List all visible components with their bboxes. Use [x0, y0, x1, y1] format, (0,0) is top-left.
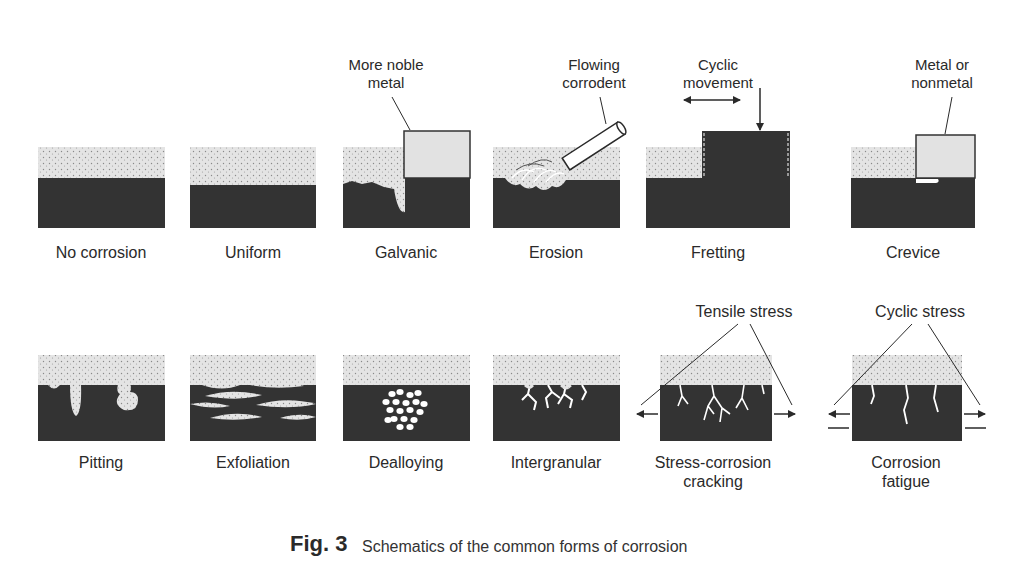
callout-label: Tensile stress: [664, 302, 824, 321]
figure-caption: Schematics of the common forms of corros…: [362, 537, 782, 556]
dealloy-void: [410, 417, 417, 423]
form-name: Fretting: [658, 243, 778, 262]
dealloy-void: [412, 399, 419, 405]
form-name: Intergranular: [491, 453, 621, 472]
form-name: Stress-corrosion cracking: [643, 453, 783, 491]
form-name: Dealloying: [341, 453, 471, 472]
form-name: Uniform: [193, 243, 313, 262]
form-name: Pitting: [36, 453, 166, 472]
dealloy-void: [392, 399, 399, 405]
callout-label: Cyclic stress: [840, 302, 1000, 321]
dealloy-void: [386, 407, 393, 413]
dealloy-void: [396, 424, 403, 430]
callout-label: More noble metal: [336, 56, 436, 92]
dealloy-void: [396, 389, 403, 395]
dealloy-void: [406, 407, 413, 413]
dealloy-void: [406, 424, 413, 430]
form-name: Corrosion fatigue: [856, 453, 956, 491]
figure-number: Fig. 3: [290, 531, 360, 557]
callout-label: Metal or nonmetal: [897, 56, 987, 92]
dealloy-void: [396, 408, 403, 414]
dealloy-void: [400, 416, 407, 422]
dealloy-void: [390, 416, 397, 422]
dealloy-void: [388, 391, 395, 397]
form-name: Galvanic: [346, 243, 466, 262]
dealloy-void: [406, 392, 413, 398]
dealloy-void: [416, 409, 423, 415]
dealloy-void: [382, 399, 389, 405]
dealloy-void: [414, 390, 421, 396]
dealloy-void: [402, 400, 409, 406]
form-name: Exfoliation: [188, 453, 318, 472]
dealloy-void: [420, 401, 427, 407]
callout-label: Flowing corrodent: [549, 56, 639, 92]
form-name: Erosion: [496, 243, 616, 262]
form-name: Crevice: [853, 243, 973, 262]
dealloy-void: [384, 417, 391, 423]
form-name: No corrosion: [36, 243, 166, 262]
callout-label: Cyclic movement: [678, 56, 758, 92]
